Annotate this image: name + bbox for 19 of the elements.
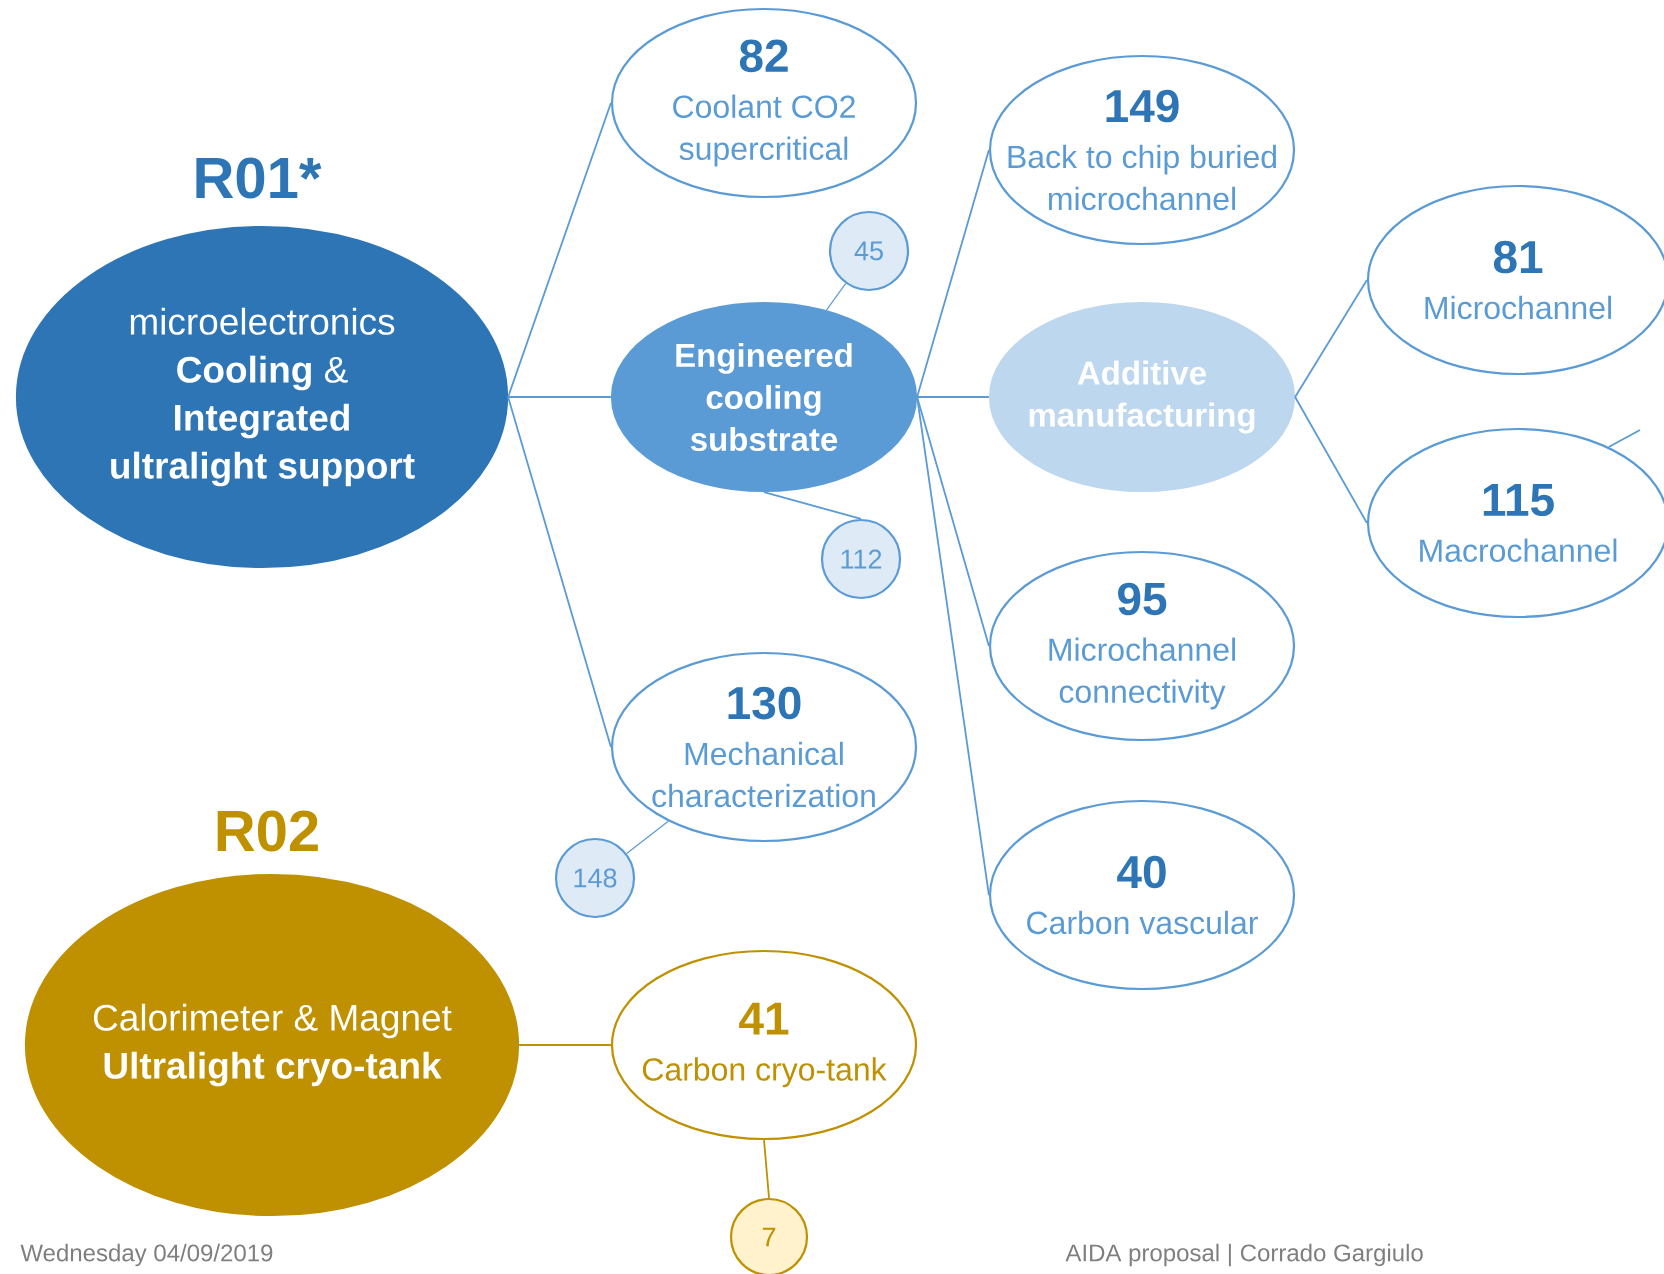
connector-line xyxy=(507,396,612,748)
connector-line xyxy=(626,820,669,855)
connector-line xyxy=(916,396,990,398)
connector-line xyxy=(507,396,612,398)
connector-line xyxy=(763,491,862,520)
connector-line xyxy=(1294,396,1368,524)
connector-line xyxy=(518,1044,612,1046)
node-label: R02 xyxy=(217,810,318,852)
footer-text: AIDA proposal | Corrado Gargiulo xyxy=(1065,1243,1423,1267)
connector-line xyxy=(916,149,990,398)
connector-line xyxy=(916,396,990,896)
connector-line xyxy=(916,396,990,647)
connector-line xyxy=(1607,429,1641,448)
footer-text: Wednesday 04/09/2019 xyxy=(20,1243,273,1267)
connector-line xyxy=(1294,279,1368,398)
connector-line xyxy=(507,102,612,398)
connector-line xyxy=(763,1139,770,1199)
node-label: R01* xyxy=(196,157,322,199)
connector-line xyxy=(825,282,847,311)
